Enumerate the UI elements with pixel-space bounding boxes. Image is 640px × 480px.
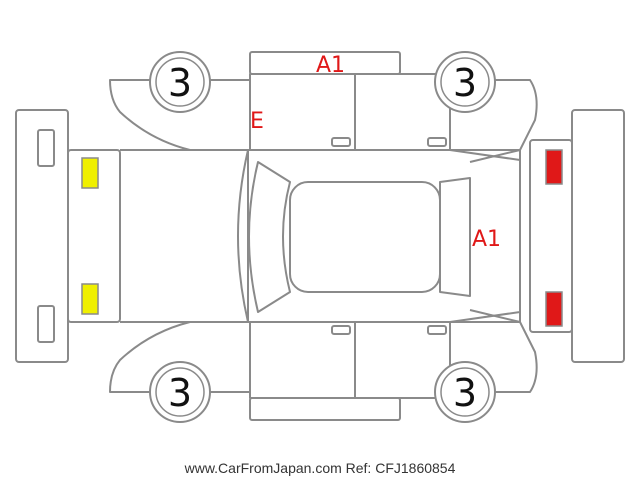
reference-footer: www.CarFromJapan.com Ref: CFJ1860854 xyxy=(184,460,456,476)
headlight-upper xyxy=(81,157,99,189)
wheel-grade: 3 xyxy=(168,61,192,105)
wheel-grade: 3 xyxy=(453,61,477,105)
wheel-rear-left: 3 xyxy=(434,51,496,113)
taillight-lower xyxy=(545,291,563,327)
rear-bumper xyxy=(529,109,625,363)
damage-marker-upper-left: E xyxy=(250,109,264,134)
taillights xyxy=(545,149,563,327)
headlights xyxy=(81,157,99,315)
damage-marker-roof-top: A1 xyxy=(316,53,345,78)
wheel-front-right: 3 xyxy=(149,361,211,423)
damage-marker-rear-glass: A1 xyxy=(472,227,501,252)
wheel-rear-right: 3 xyxy=(434,361,496,423)
headlight-lower xyxy=(81,283,99,315)
taillight-upper xyxy=(545,149,563,185)
lower-side-panel xyxy=(109,321,538,421)
front-bumper xyxy=(15,109,69,363)
cabin-roof xyxy=(237,149,521,323)
wheel-grade: 3 xyxy=(453,371,477,415)
wheel-front-left: 3 xyxy=(149,51,211,113)
wheel-grade: 3 xyxy=(168,371,192,415)
upper-side-panel xyxy=(109,51,538,151)
